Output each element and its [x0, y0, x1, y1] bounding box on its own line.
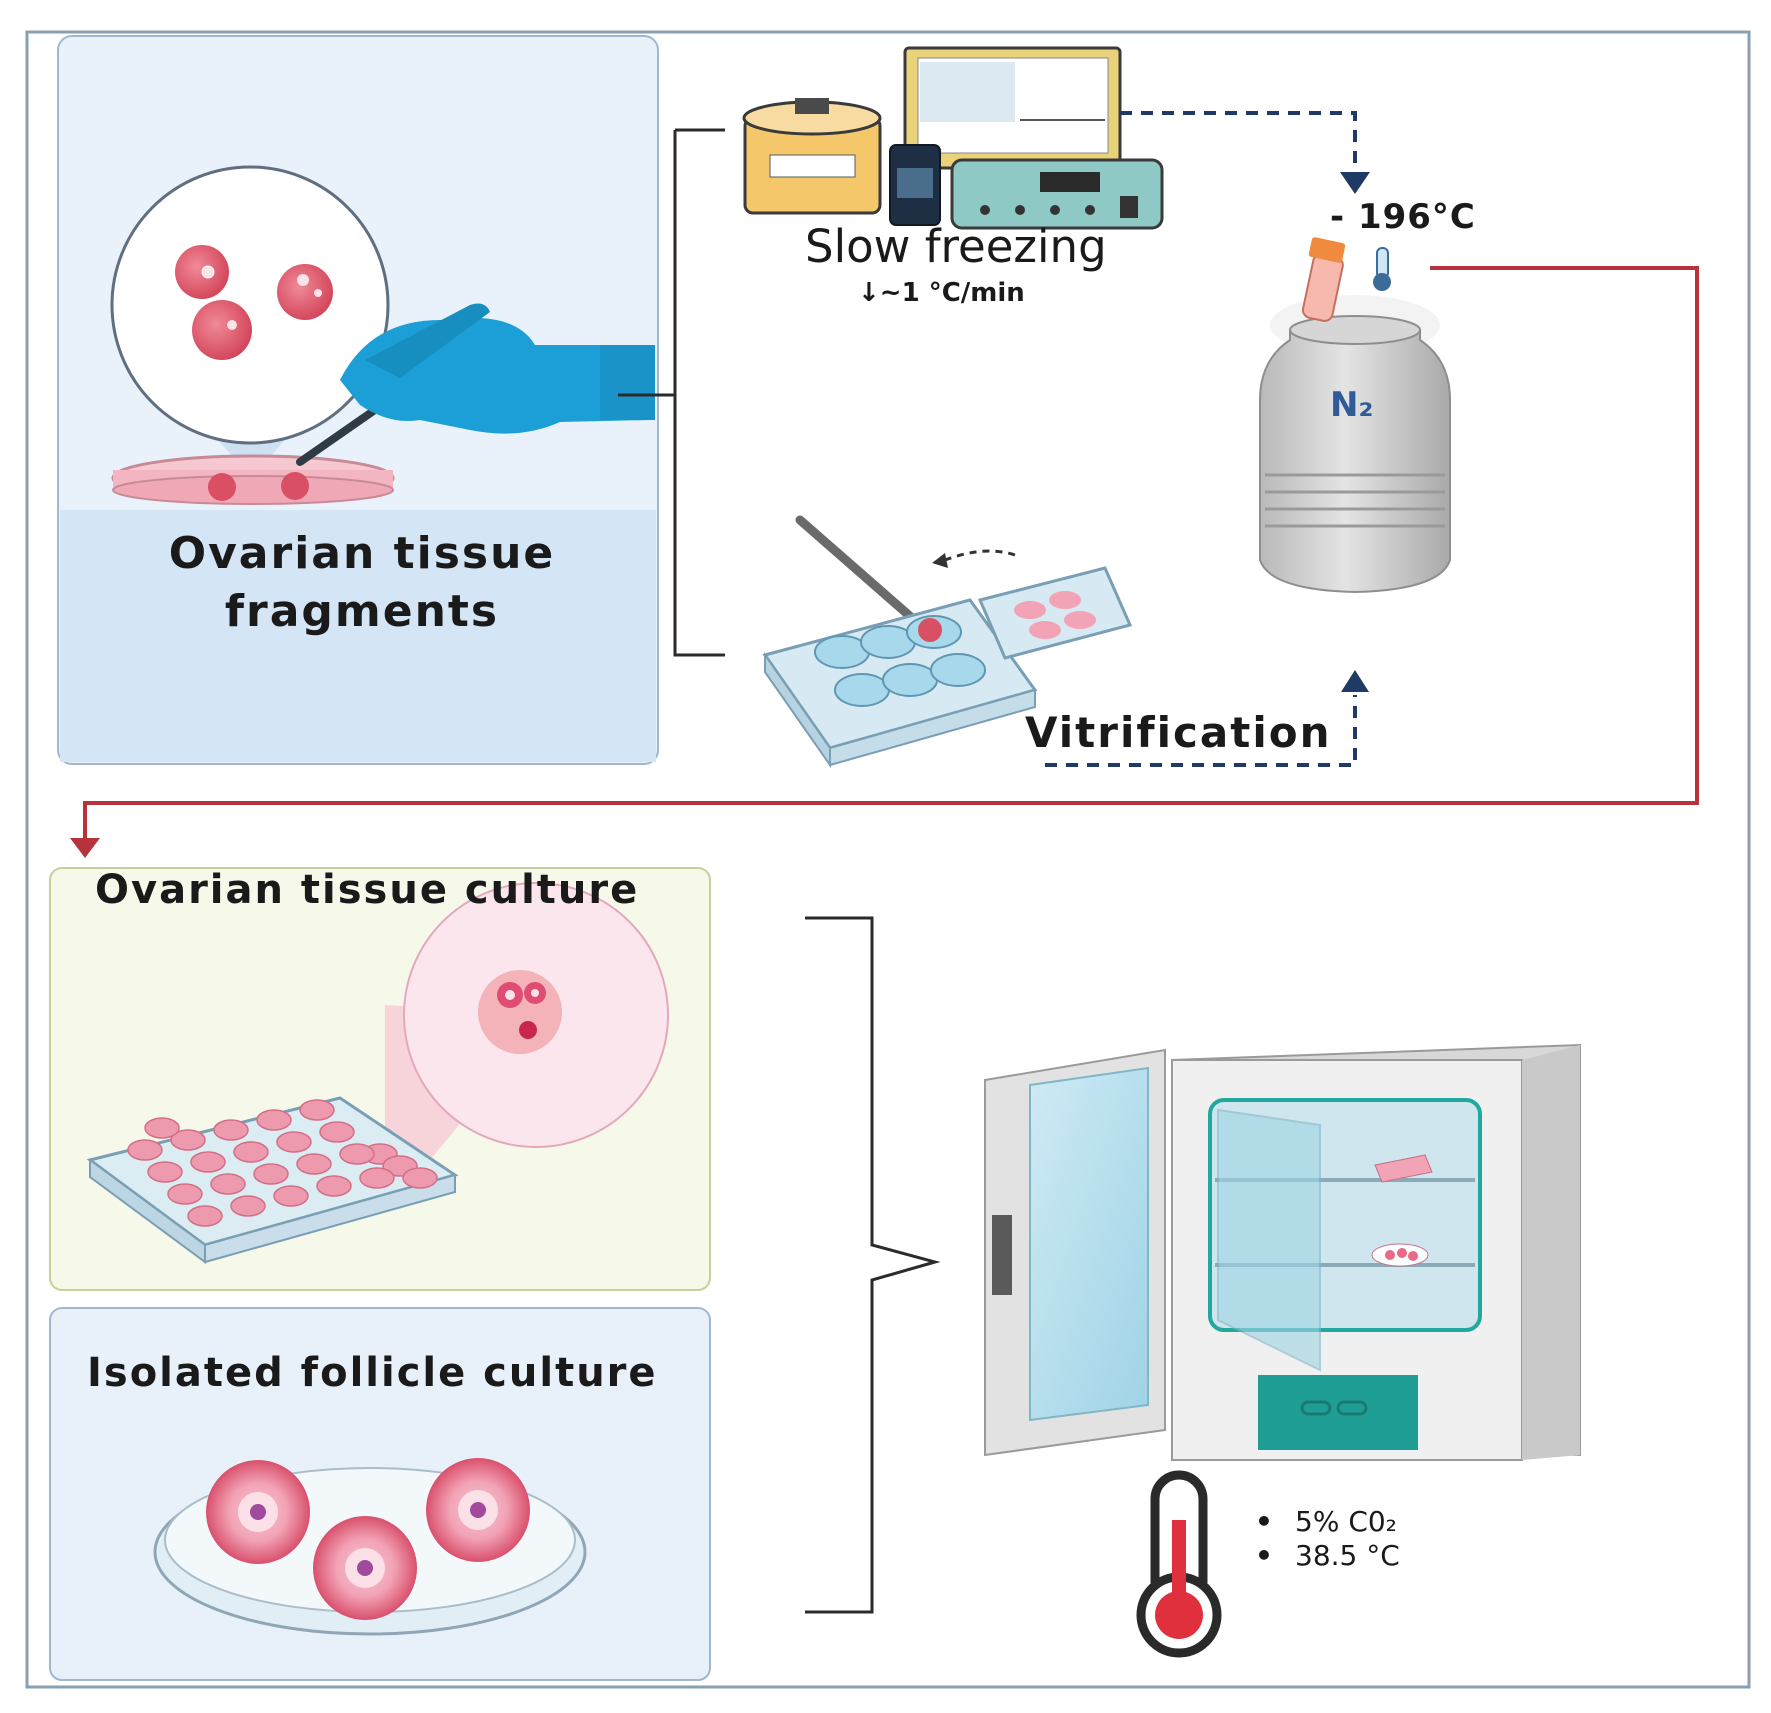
temperature-condition: 38.5 °C [1255, 1539, 1400, 1573]
slow-freezer-icon [742, 46, 1164, 230]
co2-condition: 5% C0₂ [1255, 1505, 1400, 1539]
vitrification-label: Vitrification [1025, 708, 1332, 757]
slow-freezing-arrow [1120, 111, 1357, 172]
incubator-icon [984, 1043, 1581, 1461]
follicle-culture-panel [49, 1307, 711, 1681]
tissue-culture-label: Ovarian tissue culture [95, 867, 640, 913]
ovarian-fragments-label: Ovarian tissue fragments [168, 528, 556, 637]
magnifier-circle [110, 165, 390, 445]
petri-dish-icon [111, 454, 395, 505]
thermometer-icon [1136, 1470, 1222, 1658]
tissue-culture-panel [49, 867, 711, 1291]
storage-temperature-label: - 196°C [1330, 197, 1476, 237]
tissue-fragment-icon [175, 245, 333, 360]
cooling-rate-label: ↓~1 °C/min [858, 278, 1025, 308]
follicle-culture-label: Isolated follicle culture [87, 1350, 658, 1396]
nitrogen-dewar-icon [1259, 295, 1451, 594]
incubation-conditions-list: 5% C0₂ 38.5 °C [1255, 1505, 1400, 1573]
split-bracket [618, 128, 725, 657]
culture-bracket [805, 916, 941, 1614]
cryovial-icon [1301, 237, 1346, 322]
tissue-culture-fragment-icon [478, 970, 562, 1054]
gloved-hand-icon [296, 303, 655, 466]
follicle-dish-icon [153, 1458, 587, 1636]
vitrification-plate-icon [762, 515, 1133, 769]
thermometer-small-icon [1373, 247, 1391, 291]
slow-freezing-label: Slow freezing [805, 220, 1107, 273]
transfer-arrow [83, 266, 1699, 838]
fragments-panel [57, 35, 659, 765]
outer-frame [25, 30, 1751, 1689]
nitrogen-label: N₂ [1330, 385, 1374, 425]
well-plate-24-icon [86, 1096, 459, 1264]
